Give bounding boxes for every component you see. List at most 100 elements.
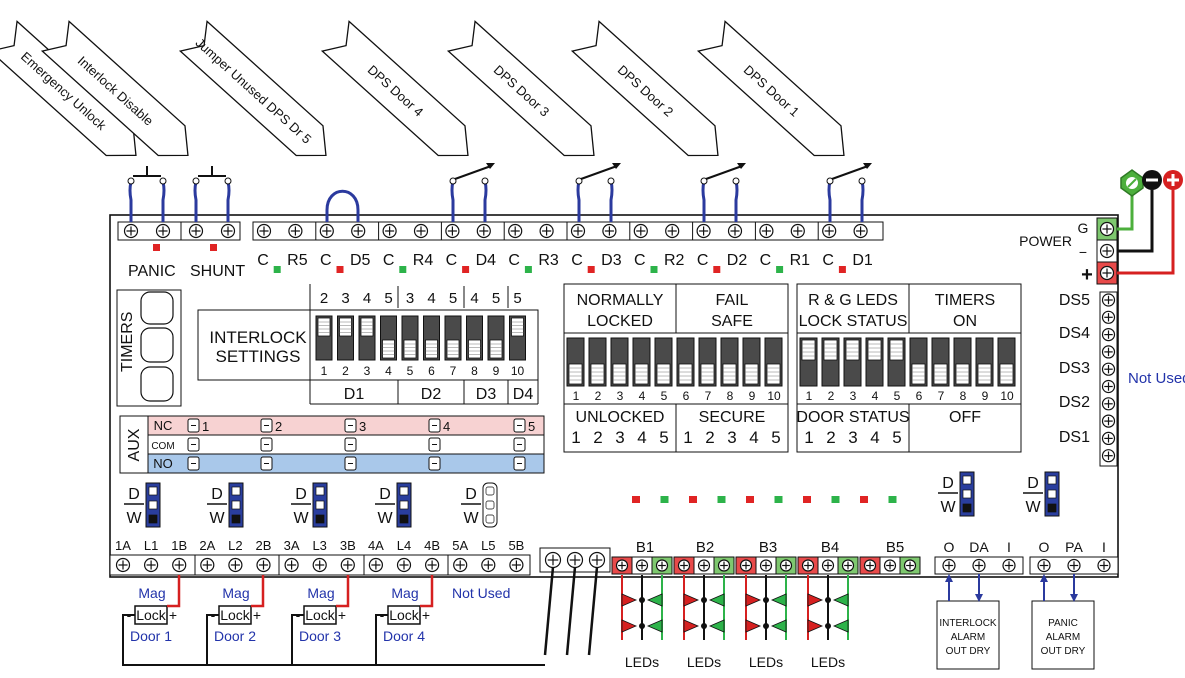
alarm-terminal[interactable] (972, 558, 986, 573)
screw-terminal[interactable] (155, 223, 171, 239)
alarm-terminal[interactable] (1002, 558, 1016, 573)
dip-switch[interactable] (764, 337, 783, 387)
door-jumper-1[interactable]: DW (124, 482, 161, 528)
screw-terminal[interactable] (312, 557, 327, 573)
dip-switch[interactable] (821, 337, 840, 387)
screw-terminal[interactable] (602, 223, 617, 239)
ds-terminal[interactable] (1101, 328, 1116, 342)
screw-terminal[interactable] (727, 223, 743, 239)
door-jumper-2[interactable]: DW (207, 482, 244, 528)
door-jumper-3[interactable]: DW (291, 482, 328, 528)
screw-terminal[interactable] (144, 557, 159, 573)
b-terminal[interactable] (655, 559, 669, 572)
b-terminal[interactable] (779, 559, 793, 572)
dip-switch[interactable] (588, 337, 607, 387)
b-terminal[interactable] (615, 559, 629, 572)
dip-switch[interactable] (566, 337, 585, 387)
dip-switch[interactable] (423, 315, 440, 361)
power-terminal-g[interactable] (1099, 221, 1115, 237)
dip-switch[interactable] (466, 315, 483, 361)
b-terminal[interactable] (801, 559, 815, 572)
screw-terminal[interactable] (822, 223, 837, 239)
screw-terminal[interactable] (188, 223, 204, 239)
dip-switch[interactable] (865, 337, 884, 387)
screw-terminal[interactable] (509, 557, 524, 573)
screw-terminal[interactable] (284, 557, 299, 573)
screw-terminal[interactable] (228, 557, 243, 573)
power-terminal-minus[interactable] (1099, 243, 1115, 259)
ds-terminal[interactable] (1101, 397, 1116, 411)
screw-terminal[interactable] (570, 223, 586, 239)
dip-switch[interactable] (887, 337, 906, 387)
screw-terminal[interactable] (319, 223, 334, 239)
screw-terminal[interactable] (544, 551, 562, 569)
screw-terminal[interactable] (288, 223, 303, 239)
screw-terminal[interactable] (566, 551, 584, 569)
dip-switch[interactable] (380, 315, 397, 361)
b-terminal[interactable] (759, 559, 773, 572)
dip-switch[interactable] (358, 315, 376, 361)
dip-switch[interactable] (610, 337, 629, 387)
screw-terminal[interactable] (256, 557, 271, 573)
emergency-unlock-button[interactable] (127, 166, 167, 222)
b-terminal[interactable] (635, 559, 649, 572)
b-terminal[interactable] (841, 559, 855, 572)
interlock-alarm-jumper[interactable]: DW (938, 471, 975, 517)
screw-terminal[interactable] (200, 557, 215, 573)
screw-terminal[interactable] (665, 223, 680, 239)
b-terminal[interactable] (863, 559, 877, 572)
screw-terminal[interactable] (123, 223, 139, 239)
screw-terminal[interactable] (539, 223, 554, 239)
dip-switch[interactable] (487, 315, 505, 361)
screw-terminal[interactable] (368, 557, 383, 573)
screw-terminal[interactable] (508, 223, 523, 239)
dip-switch[interactable] (337, 315, 354, 361)
dip-switch[interactable] (676, 337, 695, 387)
screw-terminal[interactable] (853, 223, 868, 239)
dip-switch[interactable] (931, 337, 950, 387)
ds-terminal[interactable] (1101, 379, 1116, 394)
b-terminal[interactable] (883, 559, 897, 572)
ds-terminal[interactable] (1101, 431, 1116, 445)
ds-terminal[interactable] (1101, 310, 1116, 324)
timer-button-3[interactable] (140, 366, 174, 402)
ds-terminal[interactable] (1101, 293, 1116, 307)
dip-switch[interactable] (975, 337, 994, 387)
screw-terminal[interactable] (476, 223, 491, 239)
b-terminal[interactable] (739, 559, 753, 572)
alarm-terminal[interactable] (1097, 558, 1111, 573)
dip-switch[interactable] (315, 315, 333, 361)
door-jumper-4[interactable]: DW (375, 482, 412, 528)
screw-terminal[interactable] (790, 223, 805, 239)
screw-terminal[interactable] (340, 557, 355, 573)
screw-terminal[interactable] (425, 557, 440, 573)
dip-switch[interactable] (799, 337, 818, 387)
dip-switch[interactable] (720, 337, 739, 387)
b-terminal[interactable] (821, 559, 835, 572)
screw-terminal[interactable] (481, 557, 496, 573)
screw-terminal[interactable] (759, 223, 774, 239)
screw-terminal[interactable] (588, 551, 606, 569)
interlock-disable-button[interactable] (192, 166, 232, 222)
dip-switch[interactable] (698, 337, 717, 387)
screw-terminal[interactable] (696, 223, 711, 239)
timer-button-1[interactable] (140, 291, 174, 325)
dip-switch[interactable] (843, 337, 862, 387)
screw-terminal[interactable] (382, 223, 397, 239)
dip-switch[interactable] (509, 315, 526, 361)
alarm-terminal[interactable] (942, 558, 956, 573)
b-terminal[interactable] (697, 559, 711, 572)
dip-switch[interactable] (401, 315, 419, 361)
timer-button-2[interactable] (140, 327, 174, 363)
screw-terminal[interactable] (633, 223, 648, 239)
screw-terminal[interactable] (172, 557, 187, 573)
dip-switch[interactable] (444, 315, 462, 361)
b-terminal[interactable] (903, 559, 917, 572)
dip-switch[interactable] (953, 337, 972, 387)
ds-terminal[interactable] (1101, 449, 1116, 463)
screw-terminal[interactable] (396, 557, 412, 573)
screw-terminal[interactable] (256, 223, 272, 239)
panic-alarm-jumper[interactable]: DW (1023, 471, 1060, 517)
dip-switch[interactable] (997, 337, 1016, 387)
dip-switch[interactable] (742, 337, 761, 387)
